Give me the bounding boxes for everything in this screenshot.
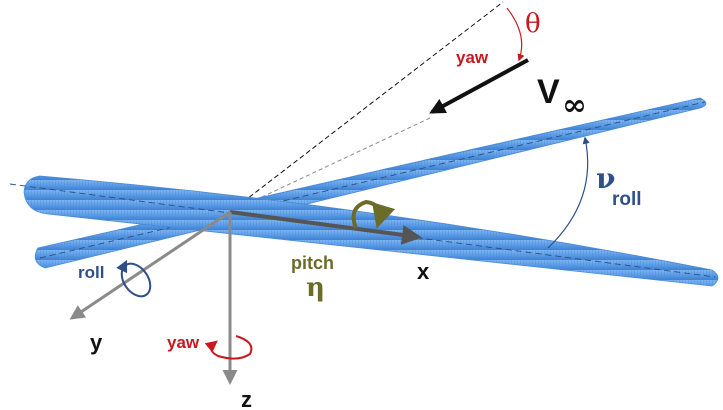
- freestream-dashed-line: [229, 1, 504, 213]
- roll-rotation-arrowhead: [116, 259, 128, 274]
- x-axis-label: x: [417, 259, 430, 284]
- roll-subscript-label: roll: [612, 189, 642, 210]
- pitch-label: pitch: [291, 253, 334, 273]
- rotated-body-centerline: [39, 101, 706, 259]
- v-infinity-arrow: [429, 58, 529, 114]
- nu-roll-arc: [547, 136, 590, 249]
- pitch-rotation-arrow: [351, 199, 396, 229]
- y-axis-label: y: [90, 330, 103, 355]
- v-infinity-label: V: [537, 73, 560, 111]
- nu-label: ν: [596, 162, 615, 195]
- eta-label: η: [306, 273, 325, 303]
- theta-label: θ: [525, 9, 541, 39]
- x-axis-arrow: [229, 210, 422, 245]
- theta-arc: [506, 7, 525, 62]
- roll-label-left: roll: [78, 263, 104, 282]
- z-axis-label: z: [241, 387, 252, 410]
- yaw-label-top: yaw: [456, 48, 489, 67]
- y-axis-arrow: [69, 210, 231, 320]
- v-infinity-subscript: ∞: [562, 88, 587, 123]
- yaw-label-bottom: yaw: [167, 333, 200, 352]
- yaw-rotation-arrow: [204, 335, 253, 360]
